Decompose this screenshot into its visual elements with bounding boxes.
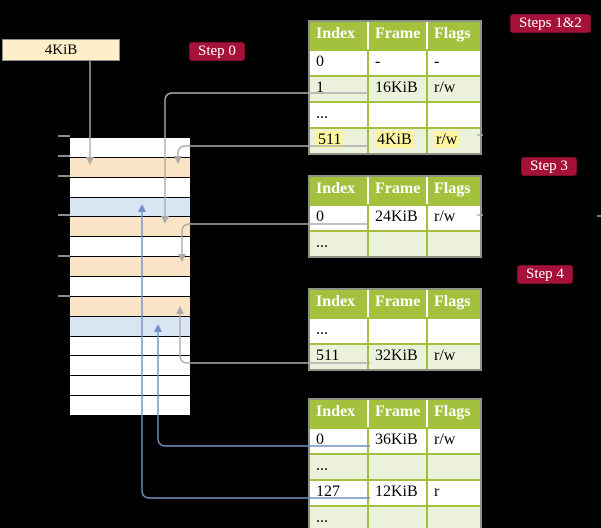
table-cell: r/w [434,208,456,225]
column-header-flags: Flags [434,180,471,197]
table-cell: 36KiB [369,429,428,453]
memory-row-4 [70,217,190,238]
table-row-0: 0-- [310,49,480,75]
column-header-index: Index [310,400,369,427]
memory-row-7 [70,277,190,297]
badge-step-3: Step 3 [521,157,577,176]
memory-row-9 [70,316,190,337]
table-cell: 4KiB [369,129,428,153]
badge-step-4: Step 4 [517,265,573,284]
table-cell: ... [310,319,369,343]
table-cell: 511 [310,345,369,369]
address-tick-1 [58,155,70,157]
table-row-1: ... [310,453,480,479]
table-cell: 1 [310,77,369,101]
table-cell: 0 [310,206,369,230]
table-row-2: ... [310,101,480,127]
table-cell: r/w [434,131,460,148]
table-row-0: ... [310,317,480,343]
table-cell: 16KiB [369,77,428,101]
table-cell: 511 [310,129,369,153]
table-cell [369,319,428,343]
column-header-frame: Frame [369,290,428,317]
memory-column [70,137,190,417]
column-header-index: Index [310,177,369,204]
table-row-3: ... [310,505,480,528]
table-cell: 127 [310,481,369,505]
memory-row-2 [70,177,190,198]
table-cell: ... [310,507,369,528]
memory-row-8 [70,296,190,317]
address-tick-2 [58,175,70,177]
column-header-frame: Frame [369,177,428,204]
table-cell: r/w [434,431,456,448]
table-cell [369,103,428,127]
column-header-index: Index [310,290,369,317]
address-tick-5 [58,295,70,297]
table-cell: 0 [310,429,369,453]
memory-row-13 [70,396,190,417]
table-cell [428,232,480,256]
table-cell: 32KiB [369,345,428,369]
table-cell: ... [310,455,369,479]
table-cell [428,507,480,528]
table-cell: - [434,53,440,70]
memory-row-5 [70,237,190,258]
memory-row-10 [70,336,190,357]
badge-steps-1-2: Steps 1&2 [510,14,591,33]
table-cell: r/w [434,79,456,96]
table-cell: ... [310,103,369,127]
table-cell [369,232,428,256]
memory-row-3 [70,197,190,218]
column-header-flags: Flags [434,403,471,420]
column-header-frame: Frame [369,22,428,49]
table-cell: ... [310,232,369,256]
frame-address-label: 4KiB [2,39,120,61]
table-cell: 12KiB [369,481,428,505]
column-header-index: Index [310,22,369,49]
memory-row-11 [70,356,190,377]
address-tick-0 [58,135,70,137]
badge-step-0: Step 0 [189,42,245,61]
table-cell [428,455,480,479]
table-cell [428,319,480,343]
table-cell: 0 [310,51,369,75]
table-cell [369,507,428,528]
table-cell [369,455,428,479]
memory-row-6 [70,257,190,278]
column-header-flags: Flags [434,293,471,310]
address-tick-4 [58,255,70,257]
column-header-flags: Flags [434,25,471,42]
address-tick-3 [58,214,70,216]
table-cell: - [369,51,428,75]
memory-row-1 [70,157,190,178]
table-cell: r [434,483,440,500]
memory-row-0 [70,138,190,158]
table-cell [428,103,480,127]
table-cell: 24KiB [369,206,428,230]
table-cell: r/w [434,347,456,364]
table-row-1: ... [310,230,480,256]
memory-row-12 [70,376,190,397]
column-header-frame: Frame [369,400,428,427]
